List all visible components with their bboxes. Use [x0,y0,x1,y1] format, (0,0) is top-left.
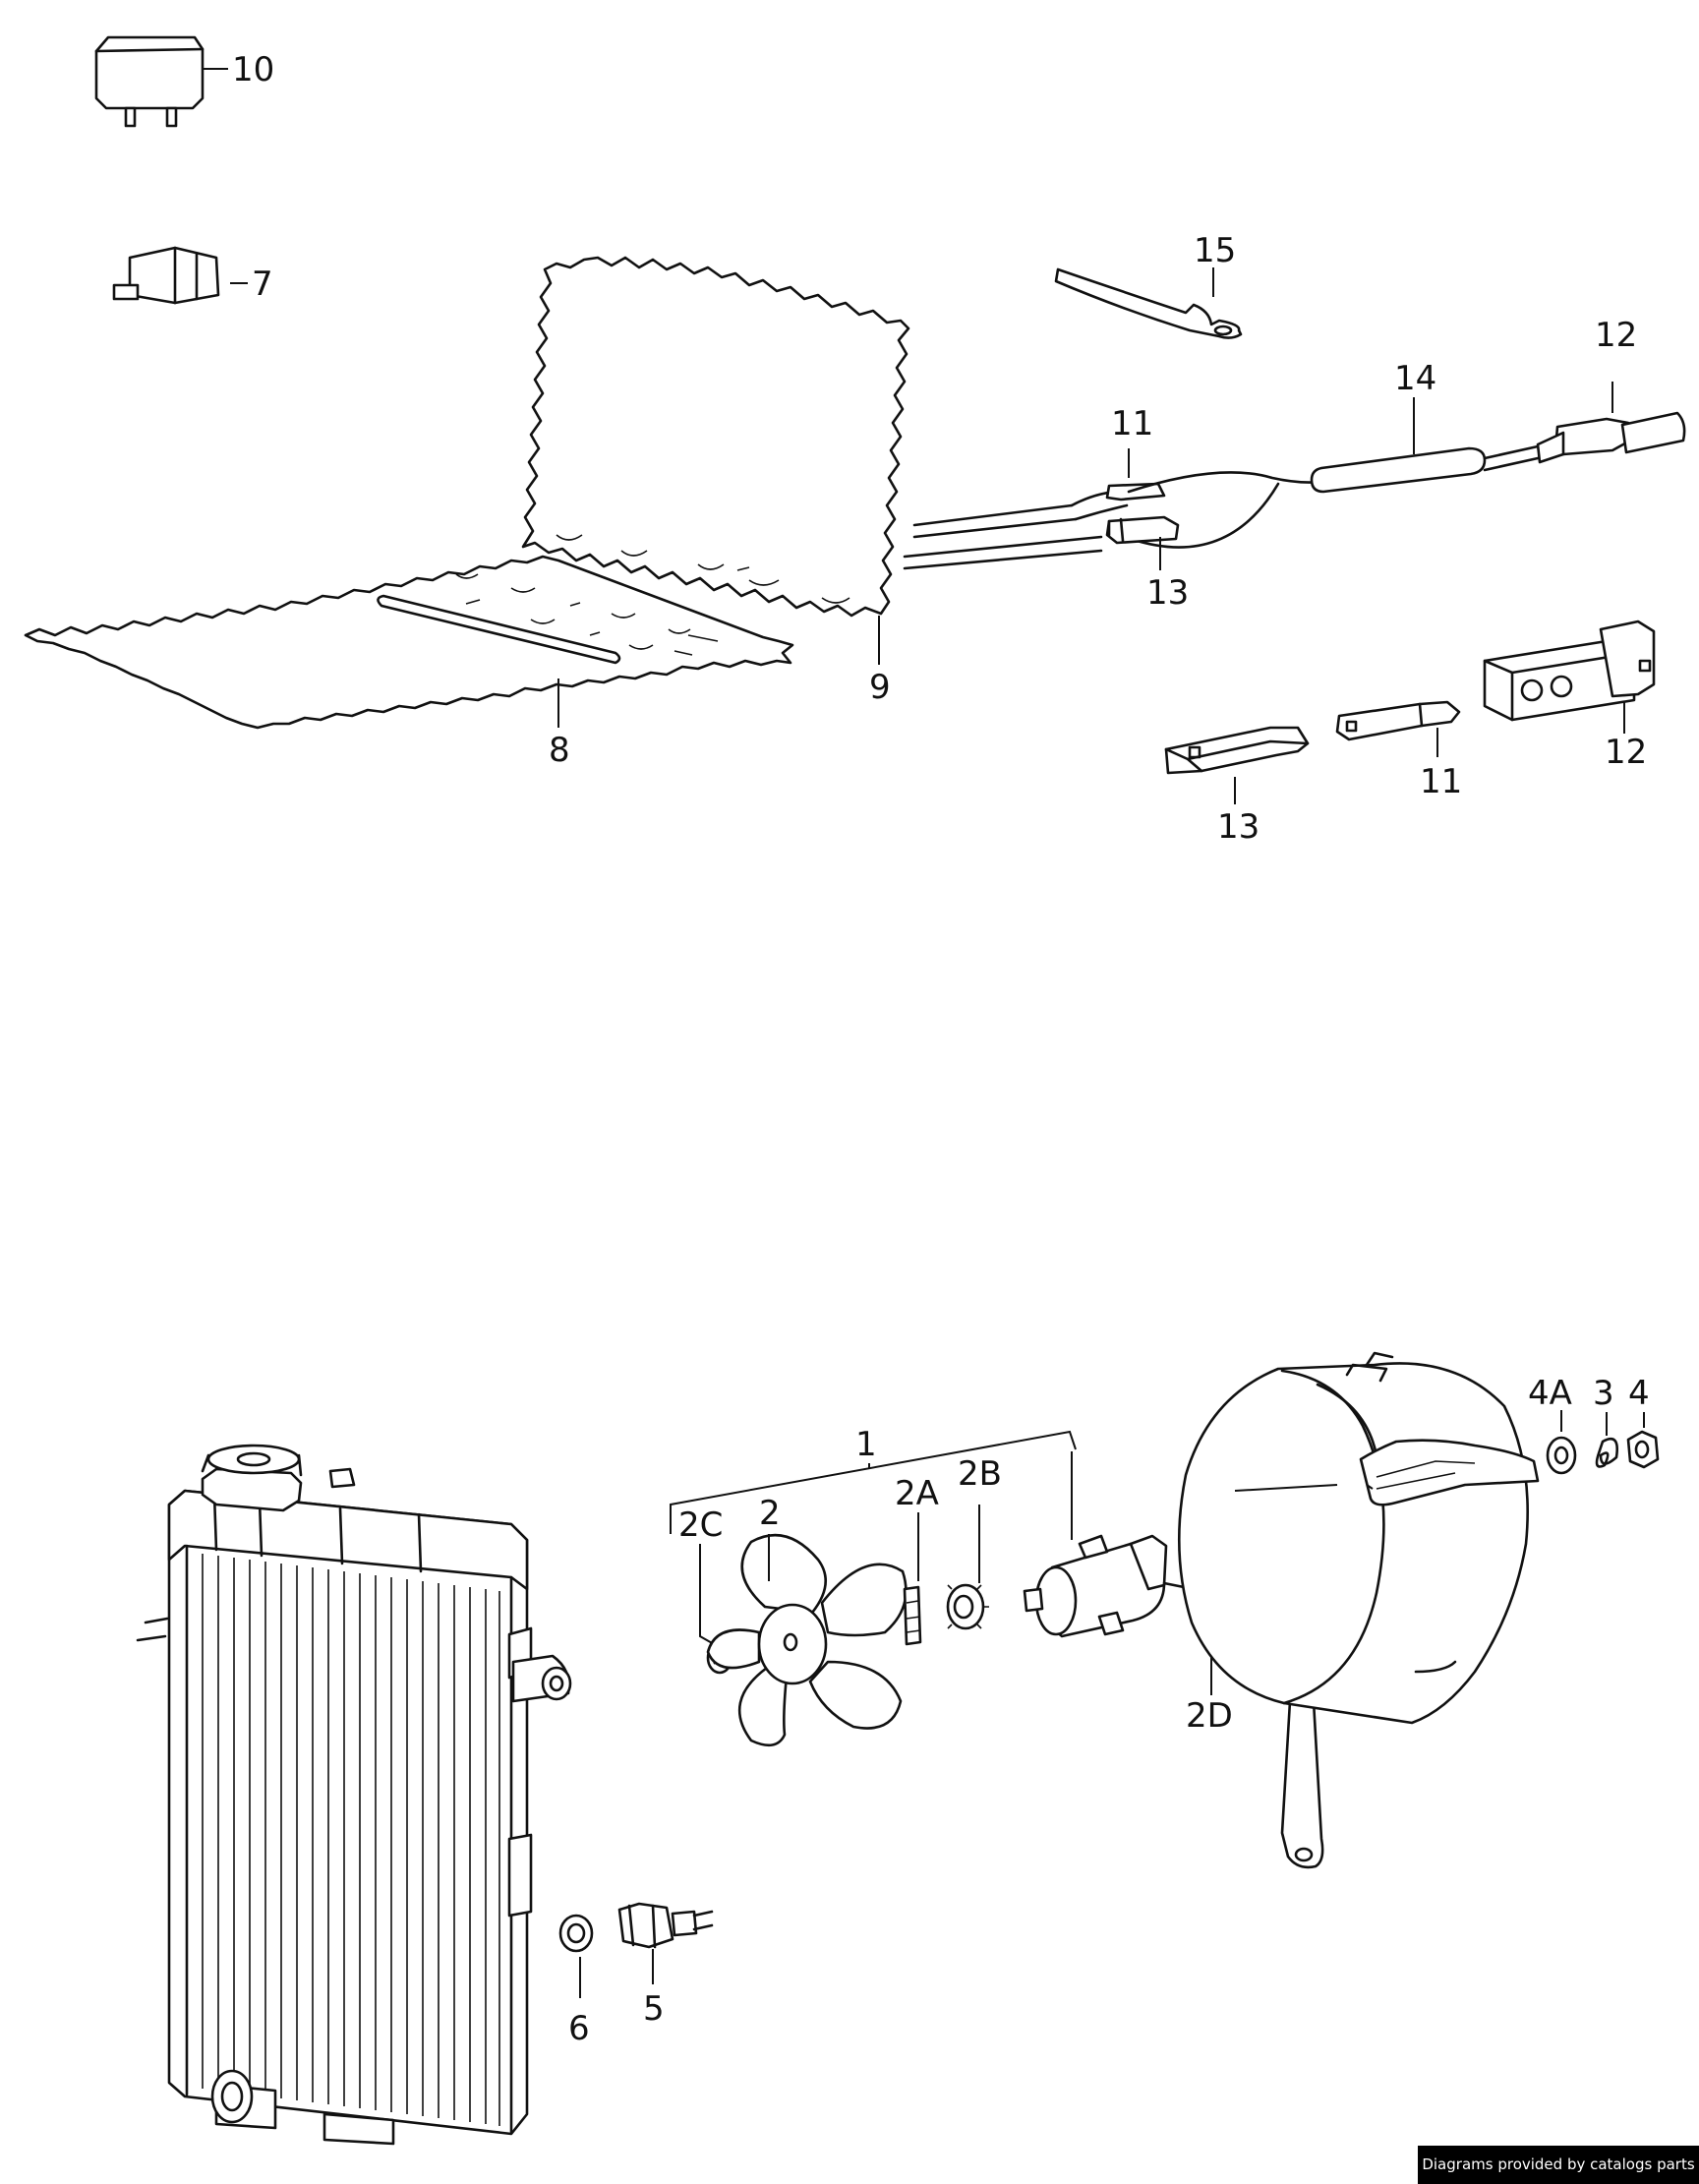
callout-2A: 2A [895,1474,939,1513]
callout-12-upper: 12 [1595,316,1637,355]
callout-2: 2 [759,1494,781,1533]
relay-part [94,35,228,128]
callout-14: 14 [1394,359,1436,398]
callout-11-upper: 11 [1111,404,1153,443]
fan-housing [1178,1351,1540,1869]
callout-13-lower: 13 [1217,807,1260,847]
pin-2A [903,1512,922,1646]
washer-4A [1546,1410,1577,1475]
callout-6: 6 [568,2009,590,2048]
connector-part-7 [112,246,248,305]
callout-2D: 2D [1186,1696,1233,1736]
callout-9: 9 [869,668,891,707]
diagram-credit: Diagrams provided by catalogs parts [1418,2146,1699,2184]
callout-10: 10 [232,50,274,89]
radiator [136,1444,572,2146]
callout-3: 3 [1593,1374,1614,1413]
heating-foil-lower [24,555,794,730]
group-bracket-1 [670,1430,1077,1534]
callout-11-lower: 11 [1420,762,1462,801]
flat-connector-13 [1164,726,1310,804]
hex-nut-4 [1626,1412,1660,1469]
fan-motor [1023,1451,1215,1638]
pin-terminal-11 [1335,700,1461,757]
fan-blade-2 [706,1533,908,1747]
callout-5: 5 [643,1989,665,2029]
wiring-harness [903,382,1686,570]
thermo-switch-5 [617,1902,714,1984]
connector-housing-12 [1483,620,1656,734]
spring-washer-3 [1595,1412,1618,1468]
callout-4A: 4A [1528,1374,1572,1413]
seal-ring-6 [558,1914,594,1998]
gear-washer-2B [946,1505,989,1630]
callout-7: 7 [252,265,273,304]
callout-2B: 2B [958,1454,1002,1494]
callout-13-upper: 13 [1146,573,1189,613]
callout-2C: 2C [678,1505,723,1545]
callout-8: 8 [549,731,570,770]
heating-foil-upper [521,256,910,665]
callout-1: 1 [855,1425,877,1464]
callout-12-lower: 12 [1605,733,1647,772]
cable-tie-part [1054,267,1243,339]
callout-4: 4 [1628,1374,1650,1413]
callout-15: 15 [1194,231,1236,270]
